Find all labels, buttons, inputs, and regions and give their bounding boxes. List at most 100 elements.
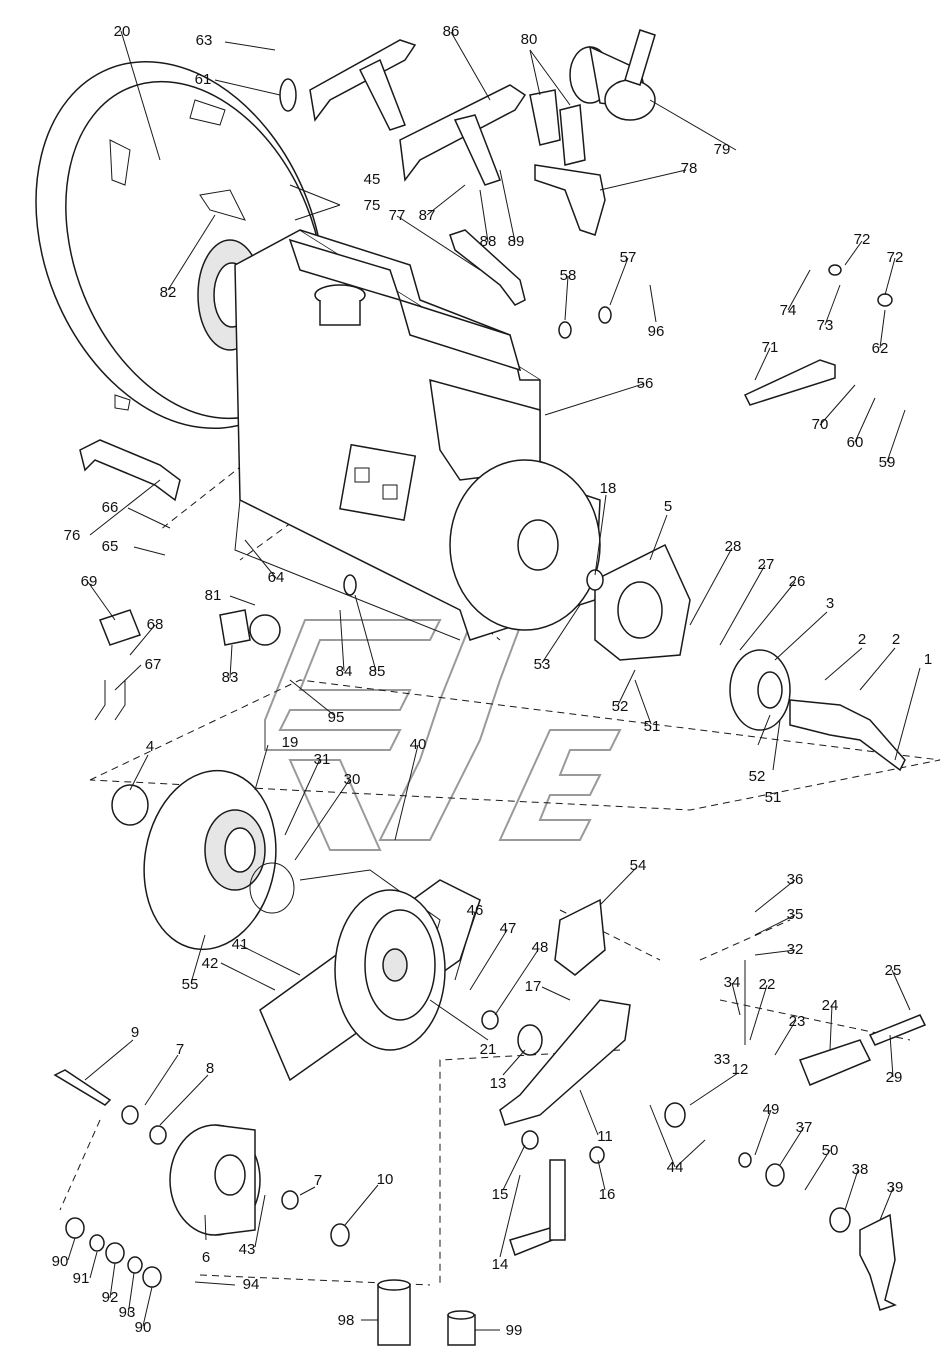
callout-94: 94 [243,1276,260,1293]
callout-20: 20 [114,23,131,40]
pipe-67 [94,680,126,721]
callout-89: 89 [508,233,525,250]
callout-66: 66 [102,499,119,516]
callout-38: 38 [852,1161,869,1178]
callout-15: 15 [492,1186,509,1203]
callout-45: 45 [364,171,381,188]
callout-21: 21 [480,1041,497,1058]
callout-2: 2 [858,631,866,648]
callout-19: 19 [282,734,299,751]
callout-71: 71 [762,339,779,356]
callout-34: 34 [724,974,741,991]
callout-11: 11 [597,1128,613,1145]
callout-48: 48 [532,939,549,956]
callout-54: 54 [630,857,647,874]
callout-92: 92 [102,1289,119,1306]
callout-69: 69 [81,573,98,590]
small-parts [65,78,893,1288]
callout-4: 4 [146,738,154,755]
callout-7b: 7 [314,1172,322,1189]
callout-labels: 1 2 2 3 4 5 6 7 7 8 9 10 11 12 13 14 15 … [52,23,933,1339]
callout-72: 72 [854,231,871,248]
bracket-76 [79,439,181,502]
callout-64: 64 [268,569,285,586]
callout-95: 95 [328,709,345,726]
tension-arm [499,999,631,1126]
bracket-45 [309,39,417,122]
callout-1: 1 [924,651,932,668]
callout-77: 77 [389,207,406,224]
callout-99: 99 [506,1322,523,1339]
bracket-80b [559,104,586,166]
bracket-45-post [358,58,406,131]
callout-96: 96 [648,323,665,340]
callout-39: 39 [887,1179,904,1196]
compressor [569,29,656,121]
callout-84: 84 [336,663,353,680]
callout-2b: 2 [892,631,900,648]
callout-17: 17 [525,978,542,995]
callout-60: 60 [847,434,864,451]
callout-37: 37 [796,1119,813,1136]
bracket-78 [534,164,606,236]
callout-51b: 51 [765,789,782,806]
callout-86: 86 [443,23,460,40]
callout-28: 28 [725,538,742,555]
callout-62: 62 [872,340,889,357]
callout-82: 82 [160,284,177,301]
callout-23: 23 [789,1013,806,1030]
callout-18: 18 [600,480,617,497]
lever-39 [859,1213,897,1311]
callout-91: 91 [73,1270,90,1287]
bracket-80 [529,89,561,146]
plate-14 [549,1159,566,1241]
callout-63: 63 [196,32,213,49]
callout-33: 33 [714,1051,731,1068]
guard-54 [554,898,606,976]
callout-65: 65 [102,538,119,555]
sensor-83 [219,609,251,646]
callout-61: 61 [195,71,212,88]
valve-69 [99,609,141,646]
callout-76: 76 [64,527,81,544]
callout-87: 87 [419,207,436,224]
engine-block [234,229,601,641]
callout-26: 26 [789,573,806,590]
bracket-77 [449,229,526,306]
callout-52b: 52 [749,768,766,785]
rod-29 [868,1014,927,1046]
callout-14: 14 [492,1256,509,1273]
callout-32: 32 [787,941,804,958]
callout-44: 44 [667,1159,684,1176]
pulley [334,889,446,1051]
callout-31: 31 [314,751,331,768]
callout-9: 9 [131,1024,139,1041]
callout-6: 6 [202,1249,210,1266]
bolt-9 [53,1069,112,1106]
callout-46: 46 [467,902,484,919]
bracket-87-89 [453,114,501,186]
callout-88: 88 [480,233,497,250]
callout-13: 13 [490,1075,507,1092]
callout-74: 74 [780,302,797,319]
callout-52: 52 [612,698,629,715]
shaft [789,699,906,772]
callout-79: 79 [714,141,731,158]
callout-80: 80 [521,31,538,48]
callout-42: 42 [202,955,219,972]
callout-10: 10 [377,1171,394,1188]
callout-90b: 90 [135,1319,152,1336]
callout-81: 81 [205,587,222,604]
pipe-71 [743,359,836,406]
callout-7: 7 [176,1041,184,1058]
callout-40: 40 [410,736,427,753]
callout-85: 85 [369,663,386,680]
clutch-drum [111,769,295,951]
callout-12: 12 [732,1061,749,1078]
callout-55: 55 [182,976,199,993]
callout-24: 24 [822,997,839,1014]
callout-41: 41 [232,936,249,953]
callout-56: 56 [637,375,654,392]
callout-35: 35 [787,906,804,923]
callout-51: 51 [644,718,661,735]
